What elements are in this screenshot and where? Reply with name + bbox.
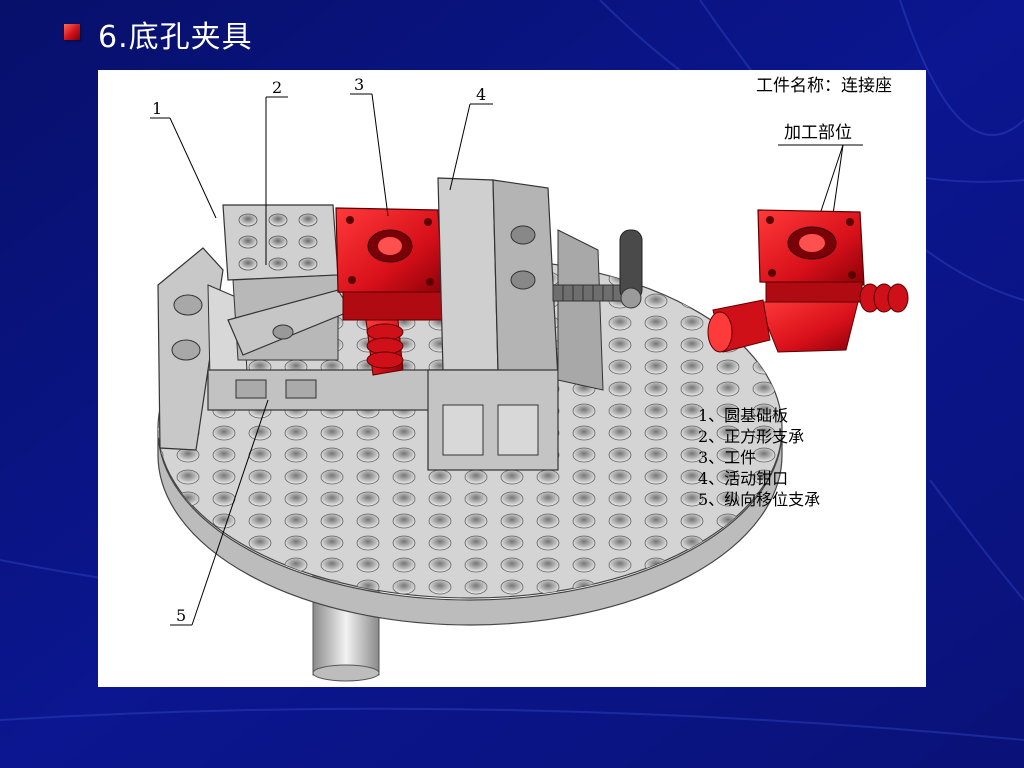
legend-item: 1、圆基础板 — [698, 406, 788, 425]
legend-item: 2、正方形支承 — [698, 427, 804, 446]
callout-5: 5 — [176, 606, 186, 625]
legend-item: 4、活动钳口 — [698, 469, 788, 488]
slide-title: 6.底孔夹具 — [98, 20, 253, 55]
workpiece-name: 工件名称：连接座 — [756, 76, 892, 96]
processing-area-label: 加工部位 — [784, 123, 852, 143]
parts-legend: 1、圆基础板 2、正方形支承 3、工件 4、活动钳口 5、纵向移位支承 — [698, 406, 820, 509]
legend-item: 3、工件 — [698, 448, 756, 467]
fixture-assembly-illustration — [157, 177, 783, 682]
figure-panel: 1 2 3 4 5 工件名称：连接座 加工部位 1、圆基础板 — [98, 70, 926, 687]
callout-4: 4 — [476, 85, 486, 104]
callout-2: 2 — [272, 78, 282, 97]
workpiece-detail-illustration — [707, 209, 909, 353]
callout-1: 1 — [152, 99, 162, 118]
callout-3: 3 — [354, 75, 364, 94]
title-bullet-icon — [64, 24, 80, 40]
callout-leader-lines — [150, 93, 863, 626]
legend-item: 5、纵向移位支承 — [698, 490, 820, 509]
